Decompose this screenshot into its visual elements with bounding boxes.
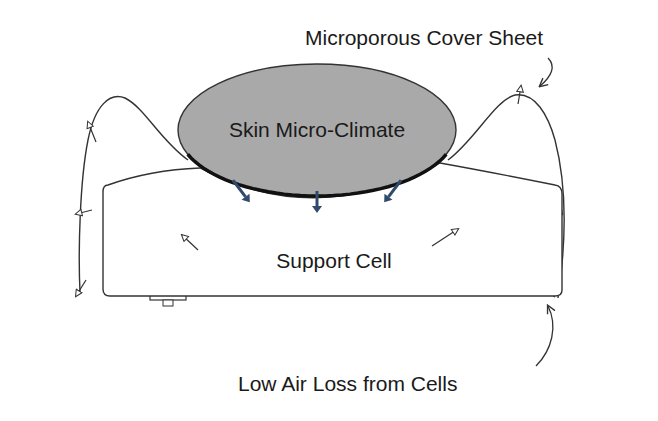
leader-line <box>540 58 552 86</box>
node-label: Skin Micro-Climate <box>177 118 457 142</box>
support-cell-shape <box>103 163 562 296</box>
valve-stem <box>163 300 173 306</box>
air-arrow <box>316 191 319 206</box>
air-flow-arrow <box>182 235 198 250</box>
skin-ellipse-shape <box>178 64 456 196</box>
air-flow-arrow <box>432 229 458 246</box>
skin-ellipse: Skin Micro-Climate <box>177 63 457 197</box>
callout-label: Low Air Loss from Cells <box>238 372 457 396</box>
node-label: Support Cell <box>100 249 568 273</box>
leader-line <box>536 306 553 366</box>
callout-label: Microporous Cover Sheet <box>305 26 543 50</box>
